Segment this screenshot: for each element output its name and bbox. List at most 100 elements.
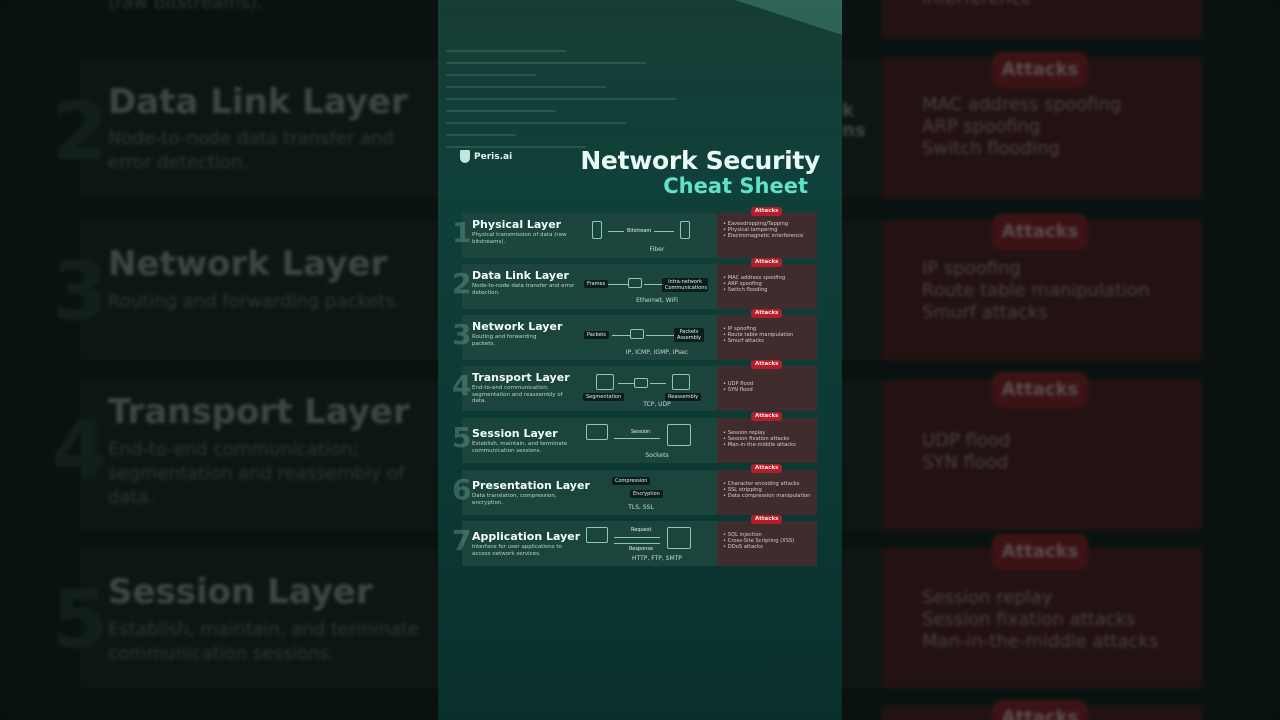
layer-title: Application Layer [472,530,581,543]
flow-label: Request [628,526,655,534]
bg-row-3-attack-item: Smurf attacks [922,302,1048,323]
attacks-box: Attacks MAC address spoofing ARP spoofin… [717,258,817,309]
computer-icon [586,424,608,440]
bg-top-attack-box: interference [882,0,1202,38]
bg-row-5-attack-item: Session fixation attacks [922,609,1136,630]
bg-row-2-attack-item: MAC address spoofing [922,94,1122,115]
attack-item: Character encoding attacks [723,481,817,487]
layer-row-6: 6 Presentation Layer Data translation, c… [452,464,817,515]
attack-item: Eavesdropping/Tapping [723,221,817,227]
bg-row-5-desc: Establish, maintain, and terminate commu… [108,619,420,664]
bg-row-2-num: 2 [52,85,108,178]
attack-item: Session replay [723,430,817,436]
bg-row-3-attack-list: IP spoofing Route table manipulation Smu… [922,258,1150,324]
shield-icon [460,150,470,163]
bg-row-5-attack-item: Man-in-the-middle attacks [922,631,1159,652]
bg-right-fragment-1: k [842,100,854,121]
window-icon [672,374,690,390]
bg-row-2-attack-item: Switch flooding [922,138,1060,159]
attack-item: SQL injection [723,532,817,538]
bg-right-fragment-2: ns [842,120,866,141]
layer-title: Session Layer [472,427,558,440]
attack-item: Smurf attacks [723,338,817,344]
attack-item: DDoS attacks [723,544,817,550]
arrow-icon [646,335,674,336]
title-line-2: Cheat Sheet [663,174,808,198]
flow-label: Intra-network Communications [662,278,708,292]
right-dim-overlay [842,0,1280,720]
layer-protocols: Sockets [645,452,669,459]
attack-item: Route table manipulation [723,332,817,338]
flow-label: Encryption [630,490,663,498]
attack-item: Data compression manipulation [723,493,817,499]
bg-row-6-attack-pill: Attacks [992,700,1088,720]
attacks-box: Attacks SQL injection Cross-Site Scripti… [717,515,817,566]
arrow-icon [644,284,664,285]
bg-row-4-attack-list: UDP flood SYN flood [922,430,1010,474]
layer-protocols: IP, ICMP, IGMP, IPsec [625,349,689,356]
bg-row-5-num: 5 [52,573,108,666]
flow-label: Response [626,545,657,553]
layer-title: Presentation Layer [472,479,590,492]
attacks-pill: Attacks [751,207,783,216]
bg-row-2-attack-item: ARP spoofing [922,116,1041,137]
layer-number: 2 [452,267,472,300]
attack-item: UDP flood [723,381,817,387]
layer-number: 4 [452,369,472,402]
attack-item: MAC address spoofing [723,275,817,281]
bg-top-attack-text: interference [922,0,1032,9]
flow-label: Reassembly [665,393,702,401]
bg-row-3-attack-pill: Attacks [992,214,1088,250]
bg-row-2-desc: Node-to-node data transfer and error det… [108,128,394,173]
attacks-box: Attacks IP spoofing Route table manipula… [717,309,817,360]
attacks-box: Attacks Session replay Session fixation … [717,412,817,463]
layer-desc: End-to-end communication; segmentation a… [472,385,563,404]
arrow-icon [614,438,660,439]
attacks-list: Session replay Session fixation attacks … [723,430,817,449]
title-line-1: Network Security [580,146,820,175]
flow-label: Packets Assembly [674,328,704,342]
code-lines-decoration [438,40,842,190]
attacks-pill: Attacks [751,515,783,524]
attack-item: Switch flooding [723,287,817,293]
attacks-pill: Attacks [751,412,783,421]
flow-label: Bitstream [624,227,655,235]
window-icon [596,374,614,390]
arrow-icon [612,335,630,336]
server-icon [667,424,691,446]
bg-row-4-attack-item: UDP flood [922,430,1011,451]
flow-label: Session [628,428,654,436]
layer-protocols: Ethernet, WiFi [636,297,678,304]
bg-row-5-attack-item: Session replay [922,587,1053,608]
bg-row-3-title: Network Layer [108,244,388,284]
layer-row-3: 3 Network Layer Routing and forwarding p… [452,309,817,360]
attack-item: Session fixation attacks [723,436,817,442]
layer-row-7: 7 Application Layer Interface for user a… [452,515,817,566]
layer-desc: Routing and forwarding packets. [472,334,537,347]
left-dim-overlay [0,0,438,720]
truck-icon [628,278,642,288]
attack-item: SYN flood [723,387,817,393]
layer-desc: Physical transmission of data (raw bitst… [472,232,567,245]
attacks-list: SQL injection Cross-Site Scripting (XSS)… [723,532,817,551]
layer-row-1: 1 Physical Layer Physical transmission o… [452,207,817,258]
ethernet-port-icon [592,221,602,239]
arrow-icon [650,383,666,384]
attacks-list: Eavesdropping/Tapping Physical tampering… [723,221,817,240]
bg-row-5-attack-box [882,548,1202,688]
brand-name: Peris.ai [474,151,513,162]
attack-item: Cross-Site Scripting (XSS) [723,538,817,544]
layer-number: 1 [452,216,472,249]
attacks-box: Attacks Character encoding attacks SSL s… [717,464,817,515]
layer-row-4: 4 Transport Layer End-to-end communicati… [452,360,817,411]
bg-row-3-attack-item: Route table manipulation [922,280,1150,301]
attacks-box: Attacks UDP flood SYN flood [717,360,817,411]
bg-row-5-title: Session Layer [108,572,373,612]
layer-desc: Establish, maintain, and terminate commu… [472,441,568,454]
bg-row-2-title: Data Link Layer [108,82,408,122]
attacks-list: MAC address spoofing ARP spoofing Switch… [723,275,817,294]
layer-desc: Data translation, compression, encryptio… [472,493,557,506]
attacks-pill: Attacks [751,258,783,267]
attacks-pill: Attacks [751,360,783,369]
